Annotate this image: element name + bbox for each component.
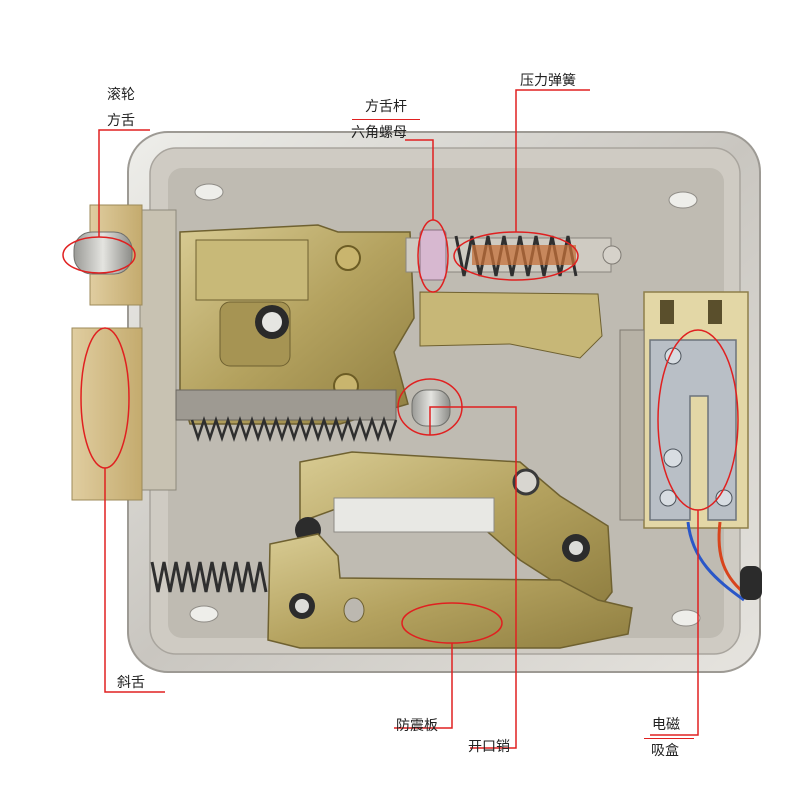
latch-arm — [419, 291, 603, 359]
label-compression-spring: 压力弹簧 — [520, 73, 576, 89]
label-roller: 滚轮 — [107, 87, 135, 103]
leader-anti-shock-plate — [394, 643, 453, 729]
label-suction-box: 吸盒 — [651, 743, 679, 759]
leader-oblique-tongue — [104, 468, 165, 693]
left-spring — [150, 561, 268, 593]
label-square-tongue: 方舌 — [107, 113, 135, 129]
electromagnet-module — [619, 291, 749, 529]
label-oblique-tongue: 斜舌 — [117, 675, 145, 691]
label-anti-shock-plate: 防震板 — [396, 718, 438, 734]
underline-electromagnet — [644, 738, 694, 739]
leader-roller — [98, 129, 150, 237]
label-open-latch: 开口销 — [468, 739, 510, 755]
leader-hex-nut — [405, 139, 434, 220]
underline-square-tongue-rod — [352, 119, 420, 120]
wires — [686, 521, 762, 602]
leader-lines — [98, 89, 699, 749]
open-latch-pin — [411, 389, 451, 427]
label-electromagnet: 电磁 — [652, 717, 680, 733]
label-hex-nut: 六角螺母 — [351, 125, 407, 141]
front-plate — [139, 209, 177, 491]
lower-spring — [190, 416, 398, 442]
compression-spring — [454, 235, 578, 277]
leader-compression-spring — [515, 89, 590, 232]
leader-open-latch — [429, 406, 517, 749]
leader-electromagnet — [650, 510, 699, 736]
callout-ellipses — [62, 219, 739, 644]
lever-assembly — [295, 451, 613, 612]
upper-bolt-assembly — [175, 224, 415, 425]
label-square-tongue-rod: 方舌杆 — [365, 99, 407, 115]
roller-tongue — [73, 204, 143, 306]
oblique-tongue — [71, 327, 143, 501]
anti-shock-plate — [267, 533, 633, 649]
